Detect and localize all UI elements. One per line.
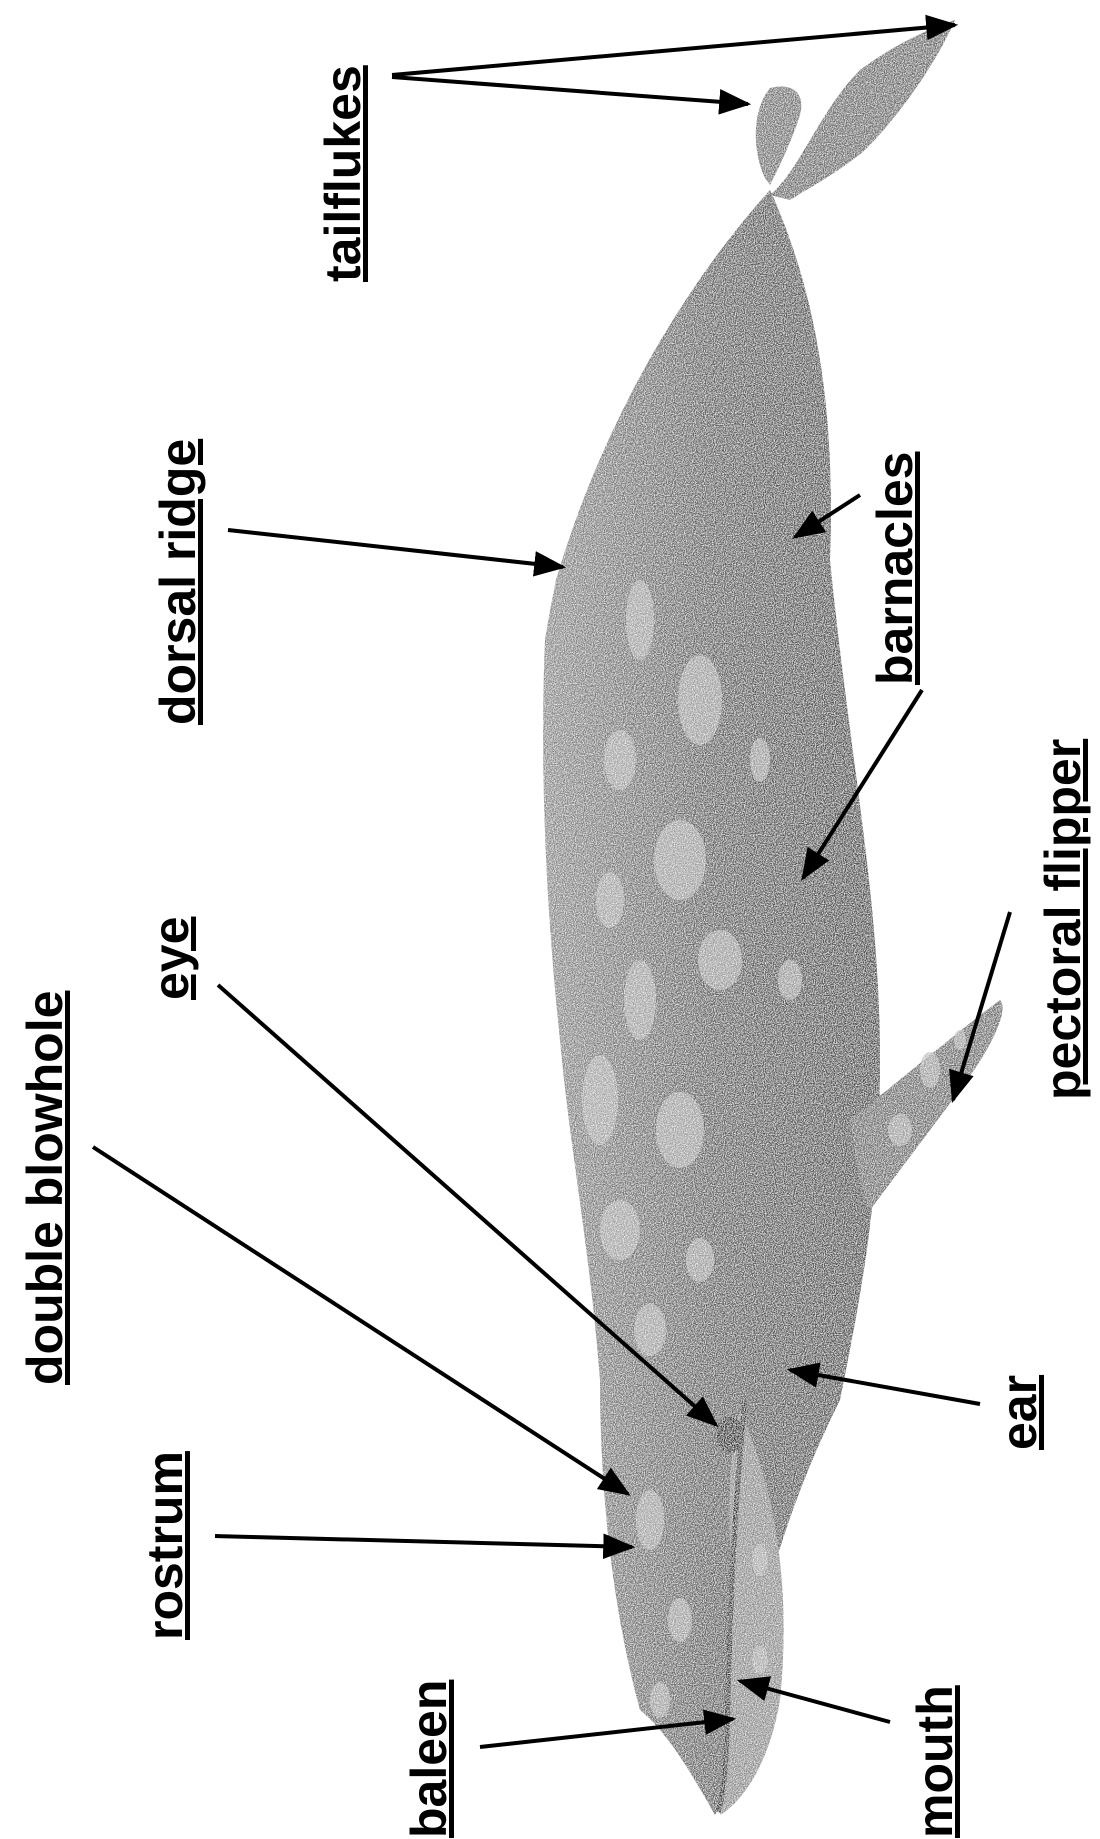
label-rostrum: rostrum bbox=[137, 1451, 193, 1640]
label-barnacles: barnacles bbox=[867, 452, 923, 685]
label-ear: ear bbox=[991, 1375, 1047, 1450]
tailflukes-leader-lower bbox=[392, 77, 748, 104]
label-baleen: baleen bbox=[401, 1680, 457, 1838]
label-eye: eye bbox=[143, 917, 199, 1000]
rostrum-leader bbox=[215, 1536, 632, 1547]
label-pectoral-flipper: pectoral flipper bbox=[1035, 739, 1091, 1100]
label-dorsal-ridge: dorsal ridge bbox=[150, 439, 206, 725]
double-blowhole-leader bbox=[93, 1147, 628, 1494]
whale-body-shape bbox=[543, 190, 880, 1815]
label-double-blowhole: double blowhole bbox=[17, 991, 73, 1385]
dorsal-ridge-leader bbox=[228, 530, 563, 567]
label-tailflukes: tailflukes bbox=[315, 65, 371, 282]
eye-shape bbox=[716, 1417, 744, 1453]
label-mouth: mouth bbox=[907, 1685, 963, 1838]
